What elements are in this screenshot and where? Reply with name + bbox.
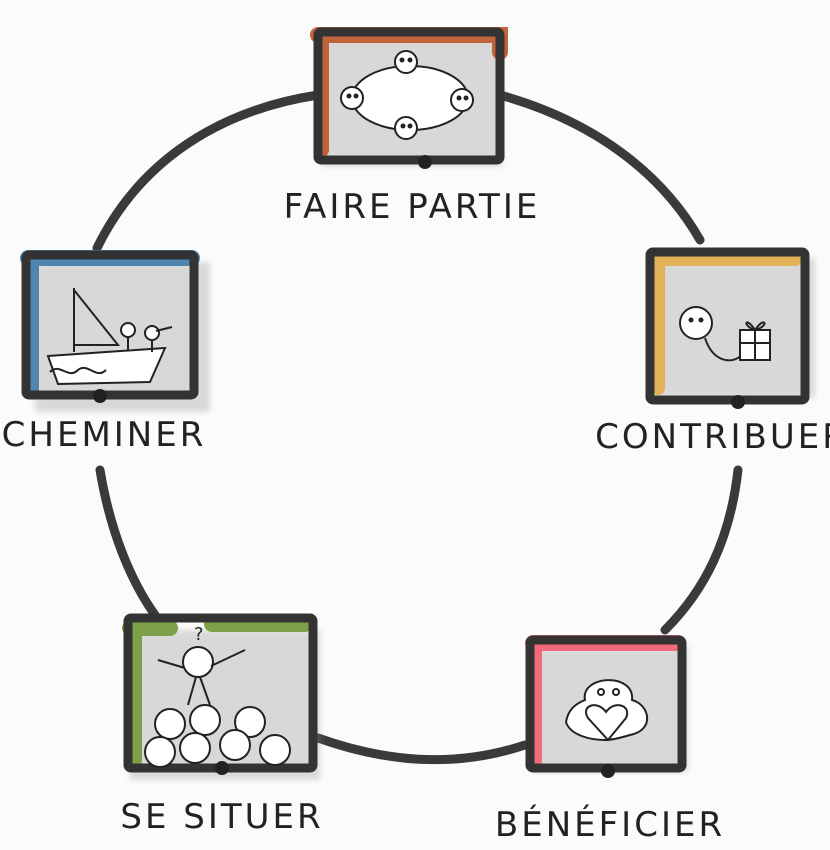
frame-faire-partie bbox=[310, 27, 508, 169]
stage-label-contribuer: CONTRIBUER bbox=[595, 417, 830, 457]
connector-beneficier-to-se-situer bbox=[313, 733, 530, 765]
connector-cheminer-to-faire bbox=[92, 90, 323, 253]
person-above-crowd-icon: ? bbox=[144, 624, 291, 768]
person-holding-heart-icon bbox=[564, 679, 649, 742]
stage-label-beneficier: BÉNÉFICIER bbox=[494, 805, 726, 845]
connector-faire-to-contribuer bbox=[495, 90, 705, 245]
frame-se-situer: ? bbox=[122, 613, 320, 780]
cycle-connectors bbox=[92, 90, 743, 765]
stage-label-cheminer: CHEMINER bbox=[1, 415, 207, 455]
circle-of-people-icon bbox=[340, 50, 474, 140]
connector-contribuer-to-beneficier bbox=[660, 465, 743, 635]
frame-contribuer bbox=[645, 247, 815, 409]
people-on-sailboat-icon bbox=[46, 288, 173, 386]
frame-cheminer bbox=[20, 250, 210, 412]
person-giving-gift-icon bbox=[679, 306, 771, 362]
svg-text:?: ? bbox=[194, 624, 204, 645]
stage-label-se-situer: SE SITUER bbox=[120, 797, 324, 837]
stage-label-faire-partie: FAIRE PARTIE bbox=[283, 187, 541, 227]
frame-beneficier bbox=[525, 635, 688, 778]
connector-se-situer-to-cheminer bbox=[95, 465, 160, 620]
